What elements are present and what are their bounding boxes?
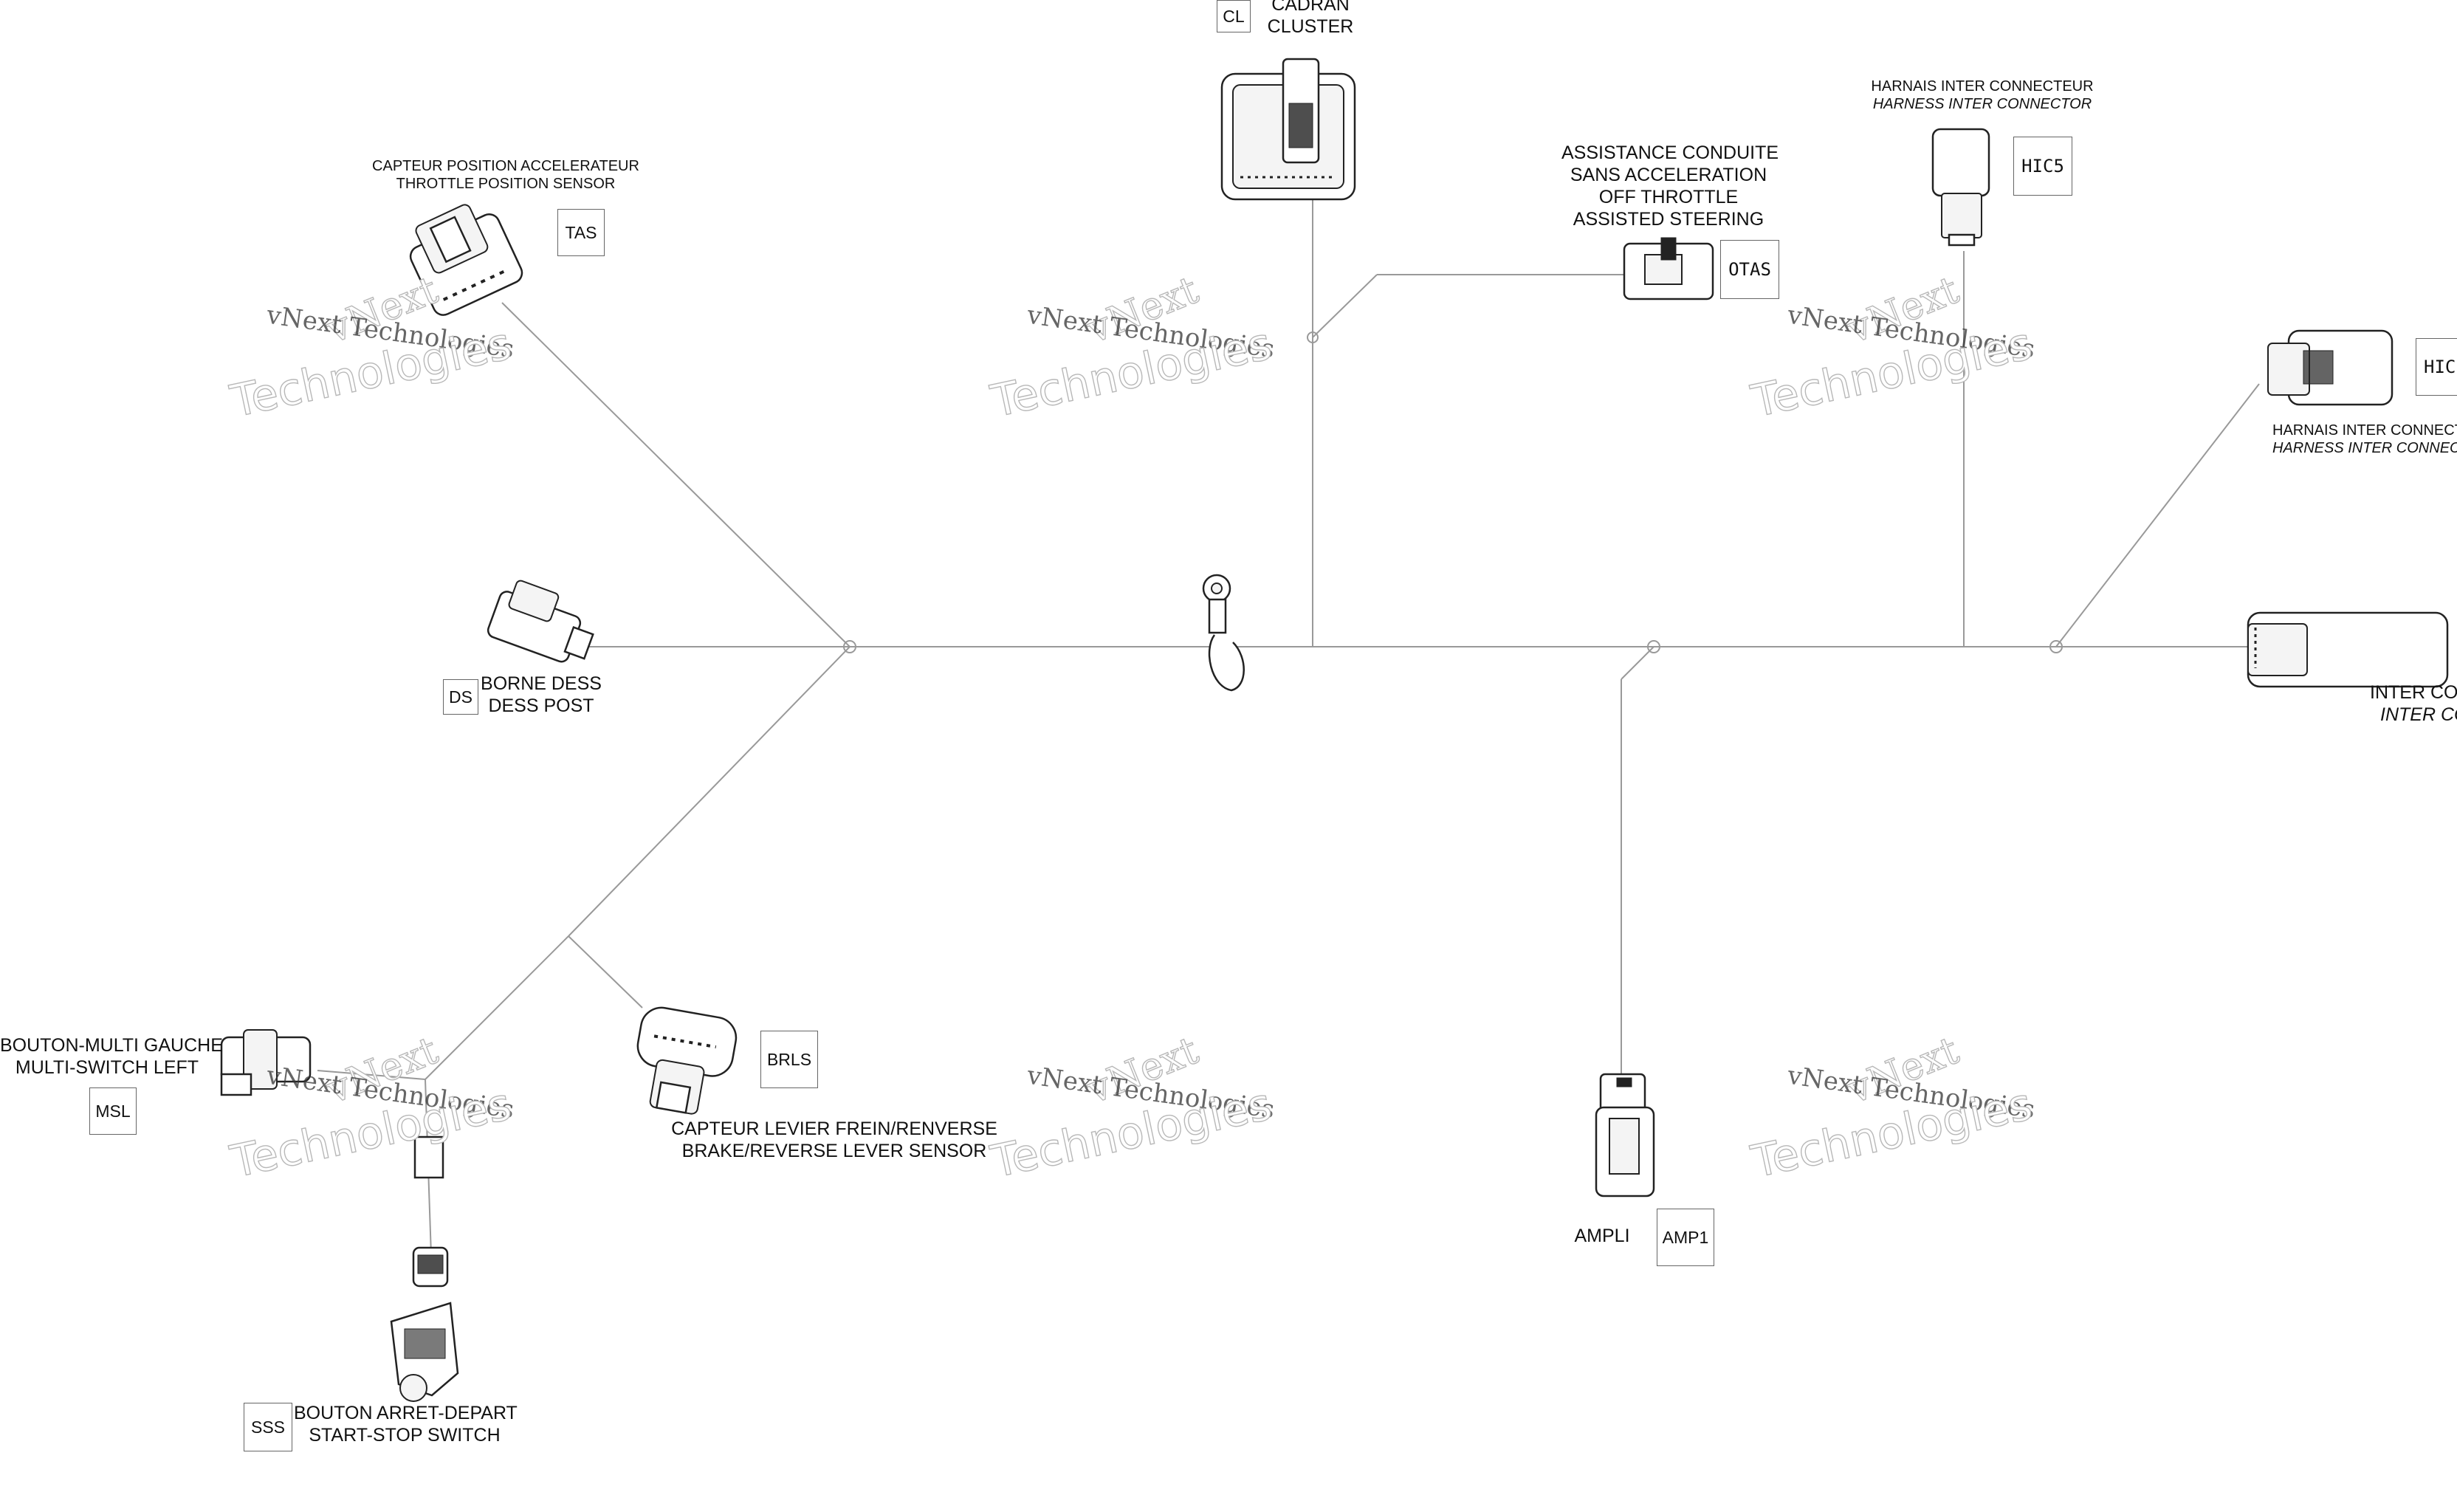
cl-label: CADRAN CLUSTER [1255,0,1366,38]
otas-label-fr1: ASSISTANCE CONDUITE [1561,142,1779,163]
sss-label-en: START-STOP SWITCH [309,1424,501,1446]
harness-wires [317,199,2260,1256]
brls-label-fr: CAPTEUR LEVIER FREIN/RENVERSE [671,1118,997,1139]
brls-label: CAPTEUR LEVIER FREIN/RENVERSE BRAKE/REVE… [664,1118,1004,1162]
sss-code: SSS [250,1417,286,1437]
hic5-label-en: HARNESS INTER CONNECTOR [1872,95,2092,112]
otas-label-en1: OFF THROTTLE [1598,187,1739,207]
tas-label-fr: CAPTEUR POSITION ACCELERATEUR [372,158,639,174]
tas-label: CAPTEUR POSITION ACCELERATEUR THROTTLE P… [362,158,650,193]
tas-code: TAS [565,222,597,242]
brls-code: BRLS [766,1049,812,1069]
brls-connector-drawing [636,1006,738,1115]
amp1-label: AMPLI [1573,1226,1632,1248]
ic-label-fr: INTER CO [2370,682,2457,703]
sss-label-fr: BOUTON ARRET-DEPART [294,1403,518,1423]
msl-label-fr: BOUTON-MULTI GAUCHE [0,1035,223,1056]
otas-label-en2: ASSISTED STEERING [1573,209,1764,230]
msl-label: BOUTON-MULTI GAUCHE MULTI-SWITCH LEFT [0,1035,223,1079]
ic-label-en: INTER CO [2380,704,2457,725]
sss-switch-drawing [390,1135,459,1402]
hic5-code-box: HIC5 [2013,137,2072,196]
hic-label-en: HARNESS INTER CONNECT [2272,439,2457,456]
ds-code-box: DS [443,679,478,715]
hic5-label-fr: HARNAIS INTER CONNECTEUR [1871,78,2094,94]
hic-connector-drawing [2267,329,2394,406]
brls-code-box: BRLS [760,1031,818,1088]
otas-code-box: OTAS [1720,240,1779,299]
otas-label-fr2: SANS ACCELERATION [1570,165,1767,185]
cl-code-box: CL [1217,0,1251,32]
ds-code: DS [449,687,472,707]
ds-label: BORNE DESS DESS POST [478,673,604,717]
tas-label-en: THROTTLE POSITION SENSOR [396,175,616,192]
amp1-connector-drawing [1595,1073,1655,1197]
amp1-code: AMP1 [1662,1227,1709,1247]
otas-code: OTAS [1728,259,1771,280]
ds-label-en: DESS POST [488,695,594,716]
hic5-connector-drawing [1931,128,1990,247]
harness-clamp-drawing [1202,574,1245,692]
otas-connector-drawing [1623,237,1714,300]
hic-label-fr: HARNAIS INTER CONNECTE [2272,422,2457,439]
brls-label-en: BRAKE/REVERSE LEVER SENSOR [681,1140,987,1161]
msl-connector-drawing [220,1029,312,1096]
tas-code-box: TAS [557,209,605,256]
cl-label-fr: CADRAN [1271,0,1350,15]
cl-label-en: CLUSTER [1267,16,1354,37]
tas-connector-drawing [409,204,523,316]
ds-label-fr: BORNE DESS [481,673,602,694]
cluster-connector-drawing [1220,58,1356,201]
cl-code: CL [1223,6,1245,26]
sss-label: BOUTON ARRET-DEPART START-STOP SWITCH [294,1403,518,1446]
inter-connector-drawing [2247,611,2449,688]
msl-code: MSL [95,1101,131,1121]
otas-label: ASSISTANCE CONDUITE SANS ACCELERATION OF… [1561,142,1779,230]
msl-code-box: MSL [89,1087,137,1135]
amp1-label-name: AMPLI [1574,1226,1630,1246]
hic5-label: HARNAIS INTER CONNECTEUR HARNESS INTER C… [1864,78,2100,113]
sss-code-box: SSS [244,1403,292,1451]
hic5-code: HIC5 [2021,156,2064,176]
hic-code: HIC [2424,357,2456,377]
hic-code-box: HIC [2416,338,2457,396]
msl-label-en: MULTI-SWITCH LEFT [15,1056,199,1078]
hic-label: HARNAIS INTER CONNECTE HARNESS INTER CON… [2272,422,2457,457]
ds-connector-drawing [487,580,594,663]
amp1-code-box: AMP1 [1657,1209,1714,1266]
inter-connector-label: INTER CO INTER CO [2370,682,2457,726]
